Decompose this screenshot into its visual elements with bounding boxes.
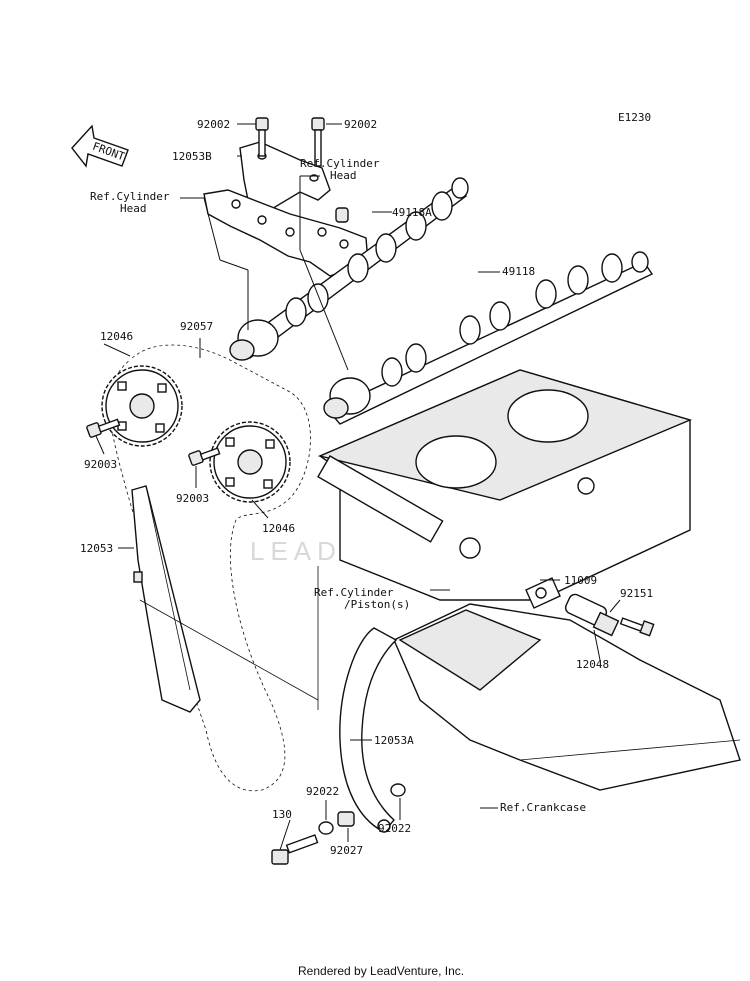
- label-92002-left: 92002: [197, 118, 230, 131]
- footer-credit: Rendered by LeadVenture, Inc.: [298, 964, 464, 978]
- bolt-92003-mid-icon: [188, 447, 221, 466]
- label-12053: 12053: [80, 542, 113, 555]
- camshaft-cap-12053b: [239, 141, 331, 211]
- tensioner-guide-12053a: [339, 627, 398, 833]
- label-49118a: 49118A: [392, 206, 432, 219]
- label-12053a: 12053A: [374, 734, 414, 747]
- label-92057: 92057: [180, 320, 213, 333]
- label-ref-crankcase: Ref.Crankcase: [500, 801, 586, 814]
- sprocket-12046-upper: [101, 365, 183, 447]
- tensioner-12048: [564, 593, 620, 637]
- crankcase: [393, 603, 741, 791]
- collar-92027-icon: [337, 811, 355, 827]
- bolt-130-icon: [271, 834, 319, 865]
- label-92002-right: 92002: [344, 118, 377, 131]
- label-12053b: 12053B: [172, 150, 212, 163]
- cylinder-block: [317, 369, 693, 601]
- label-92003-mid: 92003: [176, 492, 209, 505]
- label-12046-upper: 12046: [100, 330, 133, 343]
- front-arrow-icon: FRONT: [71, 124, 129, 168]
- label-92022-right: 92022: [378, 822, 411, 835]
- label-92027: 92027: [330, 844, 363, 857]
- label-92003-left: 92003: [84, 458, 117, 471]
- bolt-92002-right-icon: [311, 117, 325, 167]
- bolt-92002-left-icon: [255, 117, 269, 157]
- label-12048: 12048: [576, 658, 609, 671]
- camshaft-49118: [323, 251, 654, 425]
- label-92151: 92151: [620, 587, 653, 600]
- camshaft-49118a: [229, 177, 469, 361]
- label-ref-cylinder-piston: Ref.Cylinder/Piston(s): [314, 586, 410, 611]
- label-49118: 49118: [502, 265, 535, 278]
- label-130: 130: [272, 808, 292, 821]
- bolt-92151-icon: [619, 617, 655, 637]
- chain-guide-12053: [131, 485, 201, 713]
- diagram-code: E1230: [618, 111, 651, 124]
- gasket-11009: [525, 577, 561, 609]
- label-92022-top: 92022: [306, 785, 339, 798]
- label-12046-lower: 12046: [262, 522, 295, 535]
- bolt-92003-left-icon: [86, 418, 121, 438]
- washer-92022-right-icon: [390, 783, 406, 797]
- sprocket-12046-lower: [209, 421, 291, 503]
- label-11009: 11009: [564, 574, 597, 587]
- washer-92022-top-icon: [318, 821, 334, 835]
- leader-lines: [95, 123, 621, 851]
- cylinder-head-cap: [203, 189, 369, 277]
